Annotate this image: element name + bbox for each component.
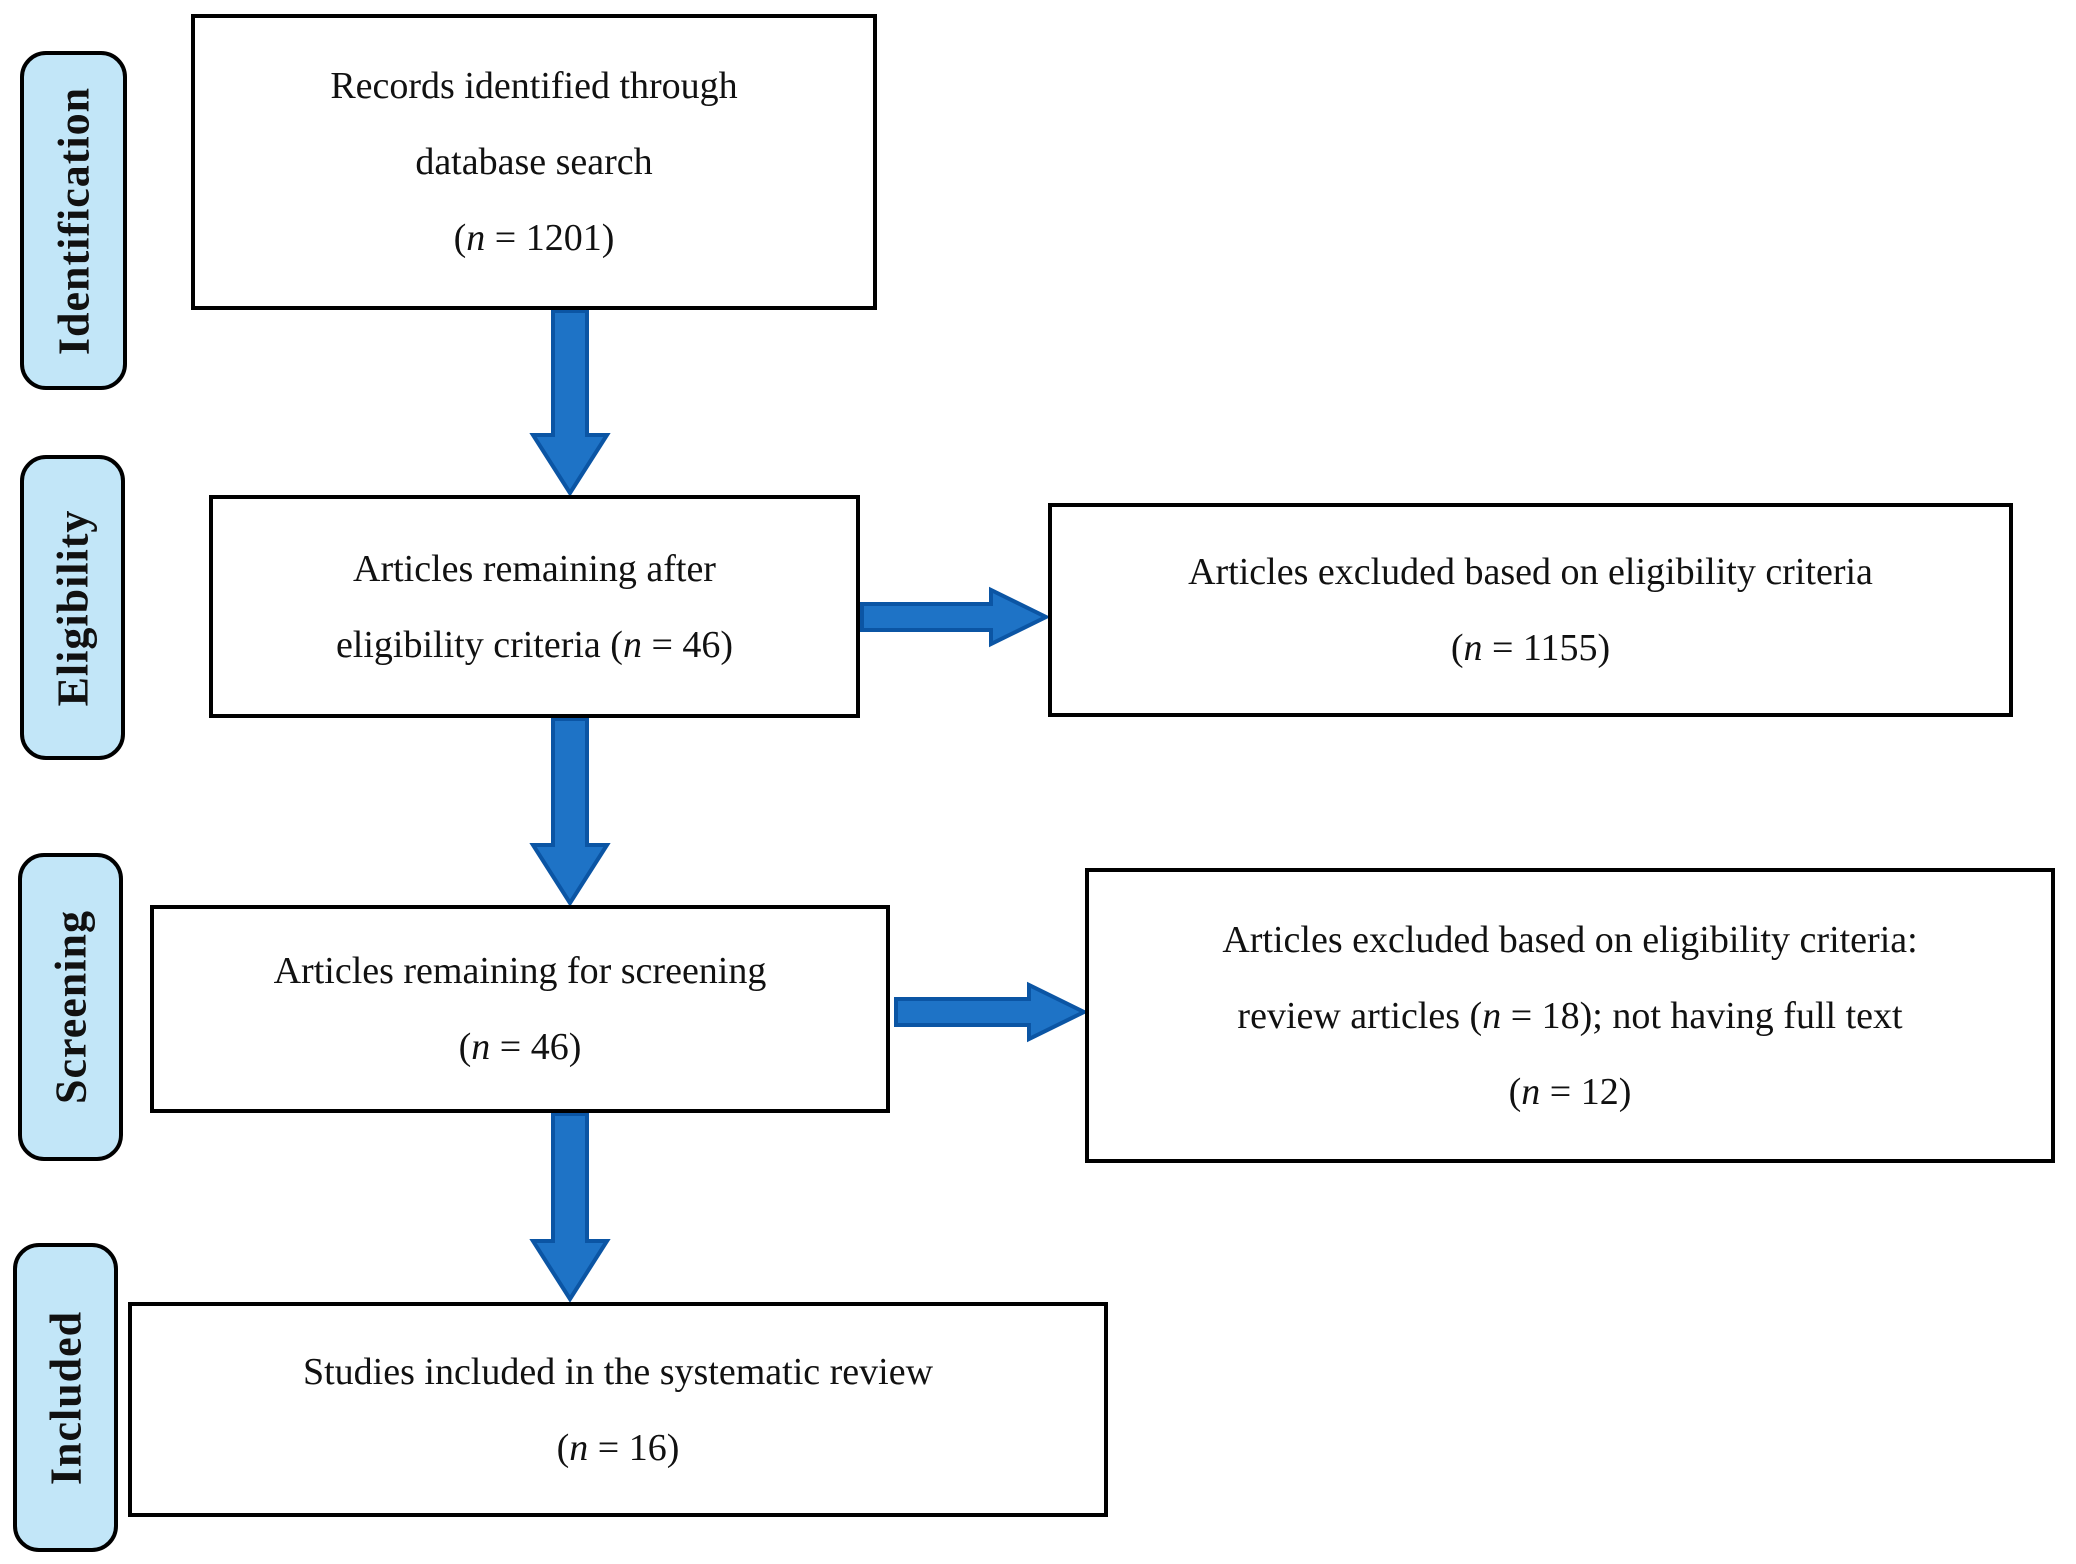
box-records-count: (n = 1201) (453, 217, 615, 259)
box-excluded-eligibility-line-1: Articles excluded based on eligibility c… (1188, 551, 1873, 593)
arrow-down-eligibility-to-screening (529, 717, 611, 907)
box-excluded-screening-count: (n = 12) (1508, 1070, 1632, 1113)
box-excluded-screening-line-2: review articles (n = 18); not having ful… (1237, 994, 1903, 1037)
box-excluded-screening: Articles excluded based on eligibility c… (1085, 868, 2055, 1163)
box-excluded-eligibility: Articles excluded based on eligibility c… (1048, 503, 2013, 717)
box-records-identified: Records identified through database sear… (191, 14, 877, 310)
stage-label-eligibility-text: Eligibility (48, 509, 97, 706)
box-excluded-eligibility-count: (n = 1155) (1450, 627, 1611, 669)
box-included-line-1: Studies included in the systematic revie… (302, 1350, 934, 1393)
box-after-eligibility-line-2: eligibility criteria (n = 46) (335, 623, 734, 666)
box-records-line-2: database search (415, 141, 653, 183)
box-excluded-screening-line-1: Articles excluded based on eligibility c… (1222, 918, 1918, 961)
box-included-count: (n = 16) (556, 1426, 680, 1469)
stage-label-included-text: Included (41, 1310, 90, 1485)
stage-label-included: Included (13, 1243, 118, 1552)
box-remaining-for-screening: Articles remaining for screening (n = 46… (150, 905, 890, 1113)
stage-label-identification: Identification (20, 51, 127, 390)
box-after-eligibility-line-1: Articles remaining after (353, 547, 716, 590)
box-screening-line-1: Articles remaining for screening (273, 950, 767, 992)
stage-label-screening-text: Screening (46, 910, 95, 1104)
box-studies-included: Studies included in the systematic revie… (128, 1302, 1108, 1517)
box-remaining-after-eligibility: Articles remaining after eligibility cri… (209, 495, 860, 718)
stage-label-identification-text: Identification (49, 86, 98, 355)
box-records-line-1: Records identified through (330, 65, 738, 107)
box-screening-count: (n = 46) (458, 1026, 582, 1068)
arrow-down-records-to-eligibility (529, 309, 611, 497)
arrow-right-eligibility-excluded (860, 586, 1051, 648)
arrow-down-screening-to-included (529, 1112, 611, 1303)
stage-label-screening: Screening (18, 853, 123, 1161)
stage-label-eligibility: Eligibility (20, 455, 125, 760)
arrow-right-screening-excluded (894, 981, 1089, 1043)
